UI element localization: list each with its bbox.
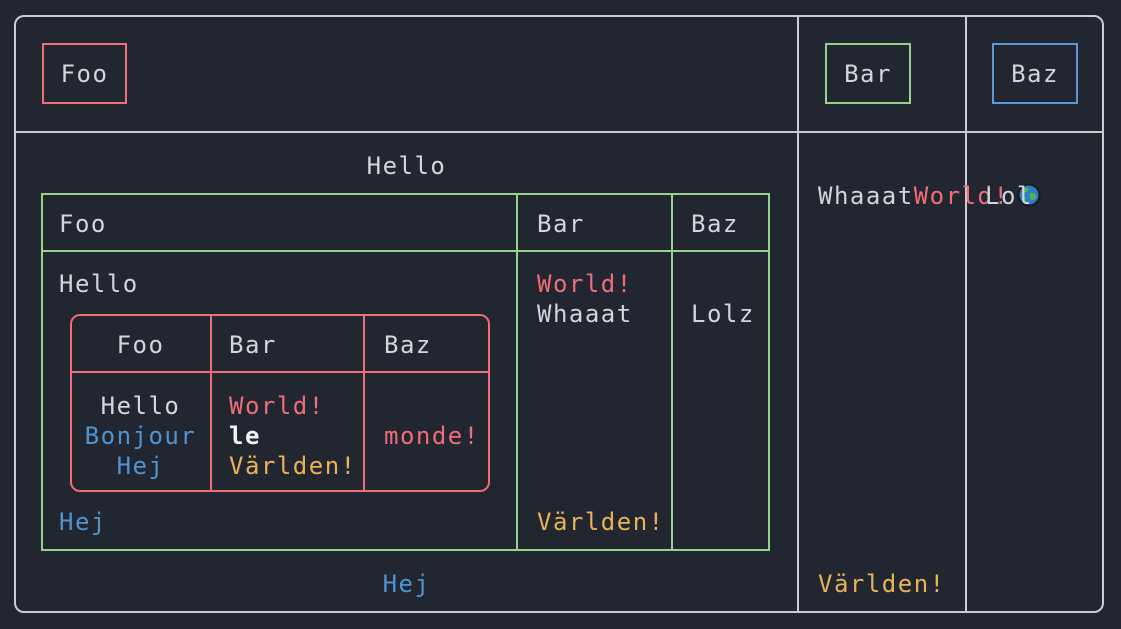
outer-header-bar-panel: Bar	[825, 43, 911, 104]
outer-header-bar-label: Bar	[844, 59, 892, 88]
outer-foo-cell-hej: Hej	[382, 570, 431, 598]
green-divider-bar-baz	[671, 195, 673, 549]
red-header-bar-label: Bar	[229, 331, 277, 359]
green-header-baz-label: Baz	[691, 210, 739, 238]
outer-foo-cell-hello: Hello	[366, 152, 447, 180]
outer-baz-cell-lol: Lol	[985, 182, 1033, 210]
earth-globe-icon	[1017, 183, 1041, 207]
outer-bar-cell-varlden: Världen!	[818, 570, 946, 598]
outer-divider-foo-bar	[797, 17, 799, 611]
red-bar-cell-le: le	[229, 422, 261, 450]
red-foo-cell-bonjour: Bonjour	[84, 422, 197, 450]
red-foo-cell-hello: Hello	[100, 392, 181, 420]
red-divider-foo-bar	[210, 316, 212, 490]
outer-header-baz-label: Baz	[1011, 59, 1059, 88]
green-header-bar-label: Bar	[537, 210, 585, 238]
red-foo-cell-hej: Hej	[116, 452, 165, 480]
green-foo-cell-hej: Hej	[59, 508, 107, 536]
outer-bar-cell-world: World!	[913, 182, 1010, 210]
red-divider-bar-baz	[363, 316, 365, 490]
red-header-divider	[72, 371, 488, 373]
green-header-divider	[43, 250, 768, 252]
outer-divider-bar-baz	[965, 17, 967, 611]
red-bar-cell-world: World!	[229, 392, 325, 420]
outer-bar-cell-whaaat: Whaaat	[818, 182, 914, 210]
green-divider-foo-bar	[516, 195, 518, 549]
red-baz-cell-monde: monde!	[384, 422, 480, 450]
outer-table-border	[14, 15, 1104, 613]
outer-bar-cell-world-line: World!	[818, 151, 1041, 210]
red-header-foo-label: Foo	[116, 331, 165, 359]
red-table-border	[70, 314, 490, 492]
outer-header-divider	[16, 131, 1102, 133]
outer-header-foo-label: Foo	[60, 59, 109, 88]
green-table-border	[41, 193, 770, 551]
green-baz-cell-lolz: Lolz	[691, 300, 755, 328]
green-bar-cell-varlden: Världen!	[537, 508, 665, 536]
green-header-foo-label: Foo	[59, 210, 107, 238]
outer-header-baz-panel: Baz	[992, 43, 1078, 104]
green-bar-cell-whaaat: Whaaat	[537, 300, 633, 328]
outer-header-foo-panel: Foo	[42, 43, 127, 104]
red-bar-cell-varlden: Världen!	[229, 452, 357, 480]
red-header-baz-label: Baz	[384, 331, 432, 359]
green-foo-cell-hello: Hello	[59, 270, 139, 298]
green-bar-cell-world: World!	[537, 270, 633, 298]
